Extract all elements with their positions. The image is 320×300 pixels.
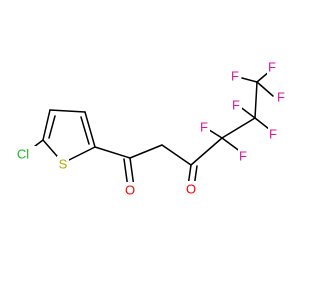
thiophene-ring — [42, 109, 96, 164]
atom-f4: F — [269, 127, 277, 142]
atom-f7: F — [277, 90, 285, 105]
atom-f3: F — [232, 98, 240, 113]
bond-c3-c4 — [49, 109, 86, 113]
bond-c3-c4 — [190, 137, 223, 166]
carbon-chain — [94, 81, 258, 189]
atom-cl: Cl — [17, 147, 29, 162]
bond-c2-c3 — [84, 111, 96, 148]
atom-f6: F — [268, 60, 276, 75]
atom-f1: F — [200, 120, 208, 135]
bond-c4-f2 — [221, 137, 242, 153]
bond-c4-c5-inner — [48, 115, 56, 139]
atom-o1: O — [125, 183, 135, 198]
bond-c4-c5 — [42, 109, 51, 141]
atom-f2: F — [239, 149, 247, 164]
bond-c5-f4 — [254, 117, 270, 130]
bond-c2-c1 — [94, 146, 131, 159]
bond-ch2-c3 — [161, 144, 192, 166]
bond-c1-ch2 — [129, 144, 163, 159]
atom-o2: O — [186, 182, 196, 197]
atom-f5: F — [231, 69, 239, 84]
atom-labels: Cl S O O F F F F F F F — [12, 59, 287, 198]
molecule-structure: Cl S O O F F F F F F F — [12, 59, 287, 198]
atom-s: S — [59, 157, 68, 172]
bond-c6-f7 — [256, 81, 274, 97]
bond-c6-f5 — [241, 77, 258, 83]
bond-c5-c6 — [254, 81, 258, 119]
bond-c2-c3-inner — [80, 116, 90, 145]
fluorine-bonds — [205, 70, 274, 153]
bond-c4-c5 — [221, 117, 256, 139]
